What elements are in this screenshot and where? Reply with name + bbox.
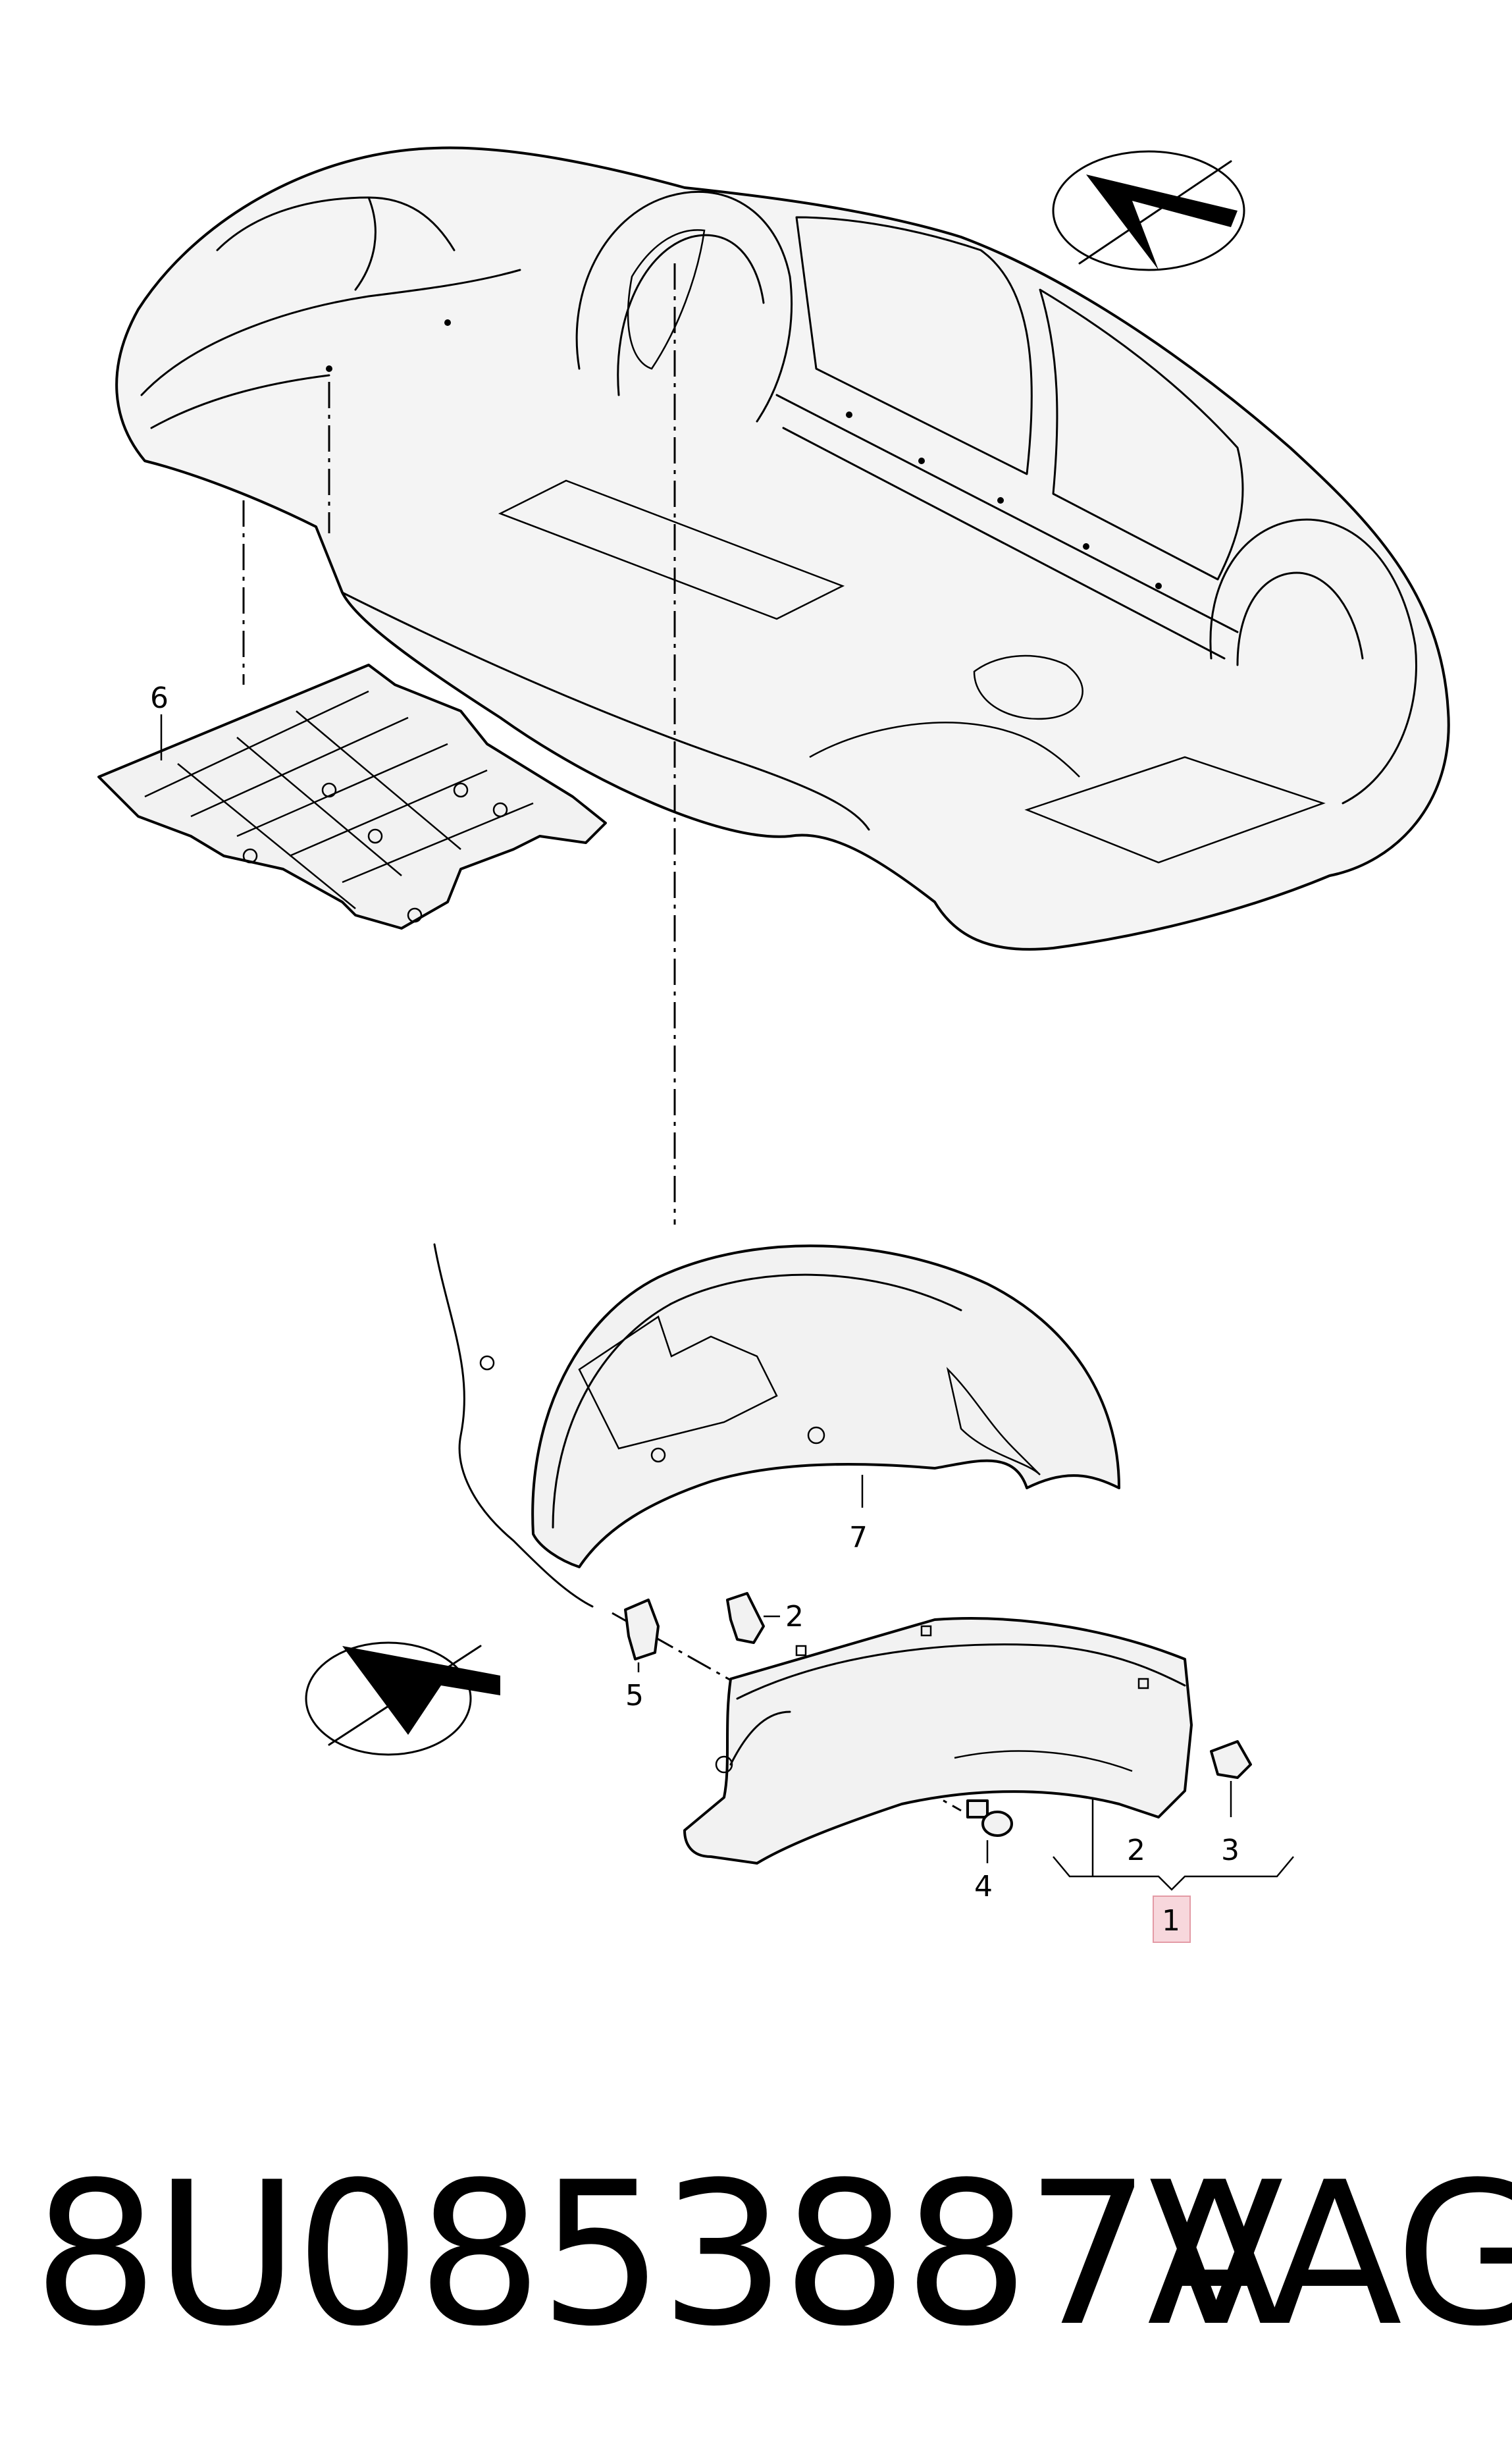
direction-arrow-icon (1052, 150, 1245, 271)
dash-leaders (242, 263, 962, 1812)
callout-2a: 2 (785, 1600, 804, 1633)
callout-2b: 2 (1127, 1834, 1145, 1867)
callout-1: 1 (1162, 1904, 1180, 1938)
callout-4: 4 (974, 1870, 993, 1903)
direction-arrow-icon-lower (305, 1641, 500, 1756)
callout-group-1: 2 1 (1053, 1797, 1294, 1943)
part-5-clip: 5 (624, 1599, 660, 1712)
part-6-underbody-panel: 6 (97, 664, 607, 930)
part-2-clip-top: 2 (726, 1592, 804, 1644)
callout-5: 5 (625, 1679, 644, 1712)
part-7-wheel-housing: 7 (433, 1243, 1120, 1608)
callout-3: 3 (1221, 1834, 1239, 1867)
brand-label: VAG (1149, 2140, 1512, 2370)
part-4-screw: 4 (966, 1799, 1013, 1903)
part-1-wheel-arch-liner (683, 1617, 1193, 1865)
car-body-underside (115, 146, 1450, 951)
part-3-clip: 3 (1210, 1740, 1252, 1867)
part-number-label: 8U0853887A (33, 2140, 1282, 2370)
callout-1-highlight (1153, 1896, 1191, 1943)
callout-7: 7 (849, 1521, 868, 1554)
callout-6: 6 (150, 681, 169, 715)
